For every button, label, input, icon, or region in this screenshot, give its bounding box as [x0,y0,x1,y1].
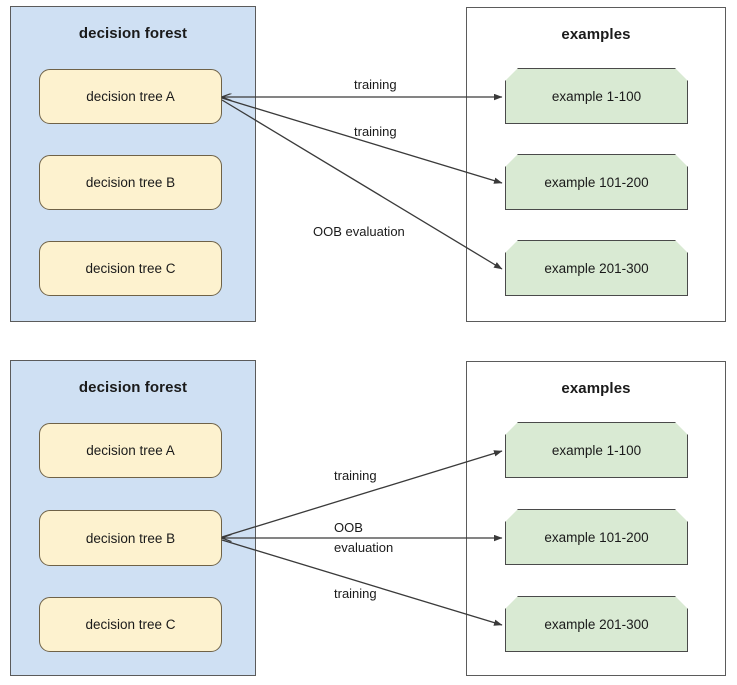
edge-label-training-1-bottom: training [334,468,377,483]
tree-node-label: decision tree C [85,261,176,276]
edge-tree-a-to-example-2 [221,97,503,184]
tree-node-label: decision tree A [86,89,175,104]
example-node-shape [505,509,688,565]
forest-panel-title-top: decision forest [78,25,188,42]
examples-panel-title-bottom: examples [561,380,631,397]
example-node-label: example 201-300 [544,616,649,632]
tree-node-a-top[interactable]: decision tree A [39,69,222,124]
tree-node-b-bottom[interactable]: decision tree B [39,510,222,566]
edge-label-training-2-bottom: training [334,586,377,601]
edge-label-training-1-top: training [354,77,397,92]
example-node-1-bottom[interactable]: example 1-100 [505,422,688,478]
tree-node-c-top[interactable]: decision tree C [39,241,222,296]
edge-label-oob-evaluation-top: OOB evaluation [313,224,405,239]
example-node-shape [505,240,688,296]
example-node-shape [505,68,688,124]
example-node-label: example 101-200 [544,529,649,545]
example-node-3-bottom[interactable]: example 201-300 [505,596,688,652]
example-node-2-top[interactable]: example 101-200 [505,154,688,210]
tree-node-c-bottom[interactable]: decision tree C [39,597,222,652]
tree-node-label: decision tree B [85,530,176,546]
tree-node-a-bottom[interactable]: decision tree A [39,423,222,478]
forest-panel-title-bottom: decision forest [78,379,188,396]
tree-node-label: decision tree C [85,617,176,632]
example-node-label: example 101-200 [544,174,649,190]
example-node-1-top[interactable]: example 1-100 [505,68,688,124]
examples-panel-title-top: examples [561,26,631,43]
tree-node-b-top[interactable]: decision tree B [39,155,222,210]
edge-label-oob-bottom: OOB [334,520,363,535]
example-node-3-top[interactable]: example 201-300 [505,240,688,296]
edge-label-evaluation-bottom: evaluation [334,540,394,555]
edge-label-training-2-top: training [354,124,397,139]
example-node-shape [505,154,688,210]
example-node-2-bottom[interactable]: example 101-200 [505,509,688,565]
example-node-shape [505,422,688,478]
tree-node-label: decision tree B [85,175,176,190]
example-node-label: example 201-300 [544,260,649,276]
example-node-label: example 1-100 [551,442,642,458]
example-node-shape [505,596,688,652]
example-node-label: example 1-100 [551,88,642,104]
tree-node-label: decision tree A [86,443,175,458]
